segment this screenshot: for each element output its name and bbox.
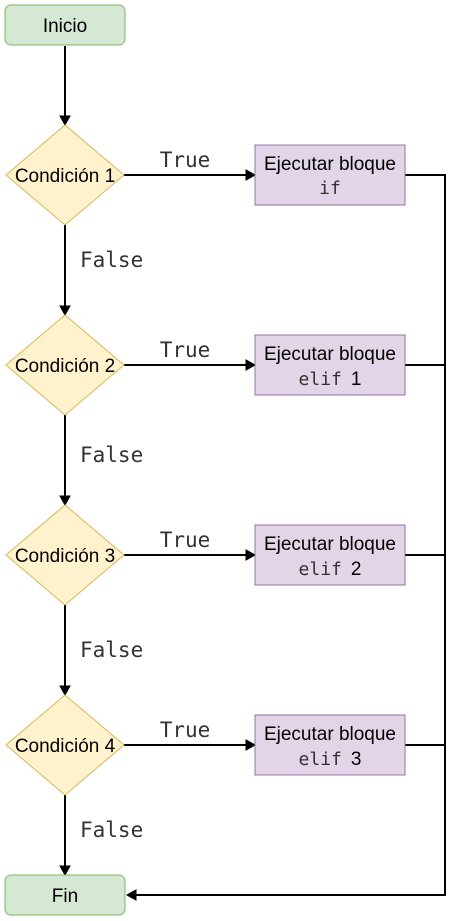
decision-diamond [5,694,125,796]
condition-node-1: Condición 1 [5,124,125,226]
end-node: Fin [4,874,126,916]
arrowhead [59,305,71,317]
decision-diamond [5,124,125,226]
start-node: Inicio [4,4,126,46]
arrowhead [59,685,71,697]
condition-label: Condición 1 [15,166,115,187]
block-code-line: elif 2 [299,559,362,580]
block-shape [254,144,406,206]
block-keyword: elif [299,369,342,390]
decision-diamond [5,504,125,606]
block-keyword: elif [299,749,342,770]
arrowhead [125,889,137,901]
block-code-line: if [319,178,341,199]
condition-label: Condición 4 [15,736,116,757]
true-label-4: True [160,718,211,742]
arrowhead [59,495,71,507]
block-node-elif-1: Ejecutar bloque elif 1 [254,334,406,396]
block-label: Ejecutar bloque [264,154,396,175]
block-label: Ejecutar bloque [264,724,396,745]
condition-node-4: Condición 4 [5,694,125,796]
start-shape [4,4,126,46]
condition-node-3: Condición 3 [5,504,125,606]
condition-label: Condición 2 [15,356,115,377]
false-label-2: False [80,443,143,467]
block-label: Ejecutar bloque [264,344,396,365]
decision-diamond [5,314,125,416]
block-code-line: elif 3 [299,749,362,770]
false-label-4: False [80,818,143,842]
arrowhead [245,549,257,561]
condition-node-2: Condición 2 [5,314,125,416]
block-shape [254,714,406,776]
block-keyword: elif [299,559,342,580]
arrowhead [59,865,71,877]
false-label-1: False [80,248,143,272]
true-label-2: True [160,338,211,362]
block-shape [254,524,406,586]
block-node-if: Ejecutar bloque if [254,144,406,206]
block-label: Ejecutar bloque [264,534,396,555]
arrowhead [245,359,257,371]
block-code-line: elif 1 [299,369,362,390]
block-number: 3 [351,749,362,770]
true-label-1: True [160,148,211,172]
end-shape [4,874,126,916]
arrowhead [245,739,257,751]
block-number: 1 [351,369,362,390]
end-label: Fin [52,886,78,907]
arrowhead [245,169,257,181]
block-number: 2 [351,559,362,580]
block-shape [254,334,406,396]
start-label: Inicio [43,16,87,37]
block-node-elif-2: Ejecutar bloque elif 2 [254,524,406,586]
true-label-3: True [160,528,211,552]
arrowhead [59,115,71,127]
block-node-elif-3: Ejecutar bloque elif 3 [254,714,406,776]
condition-label: Condición 3 [15,546,115,567]
block-keyword: if [319,178,341,199]
false-label-3: False [80,638,143,662]
